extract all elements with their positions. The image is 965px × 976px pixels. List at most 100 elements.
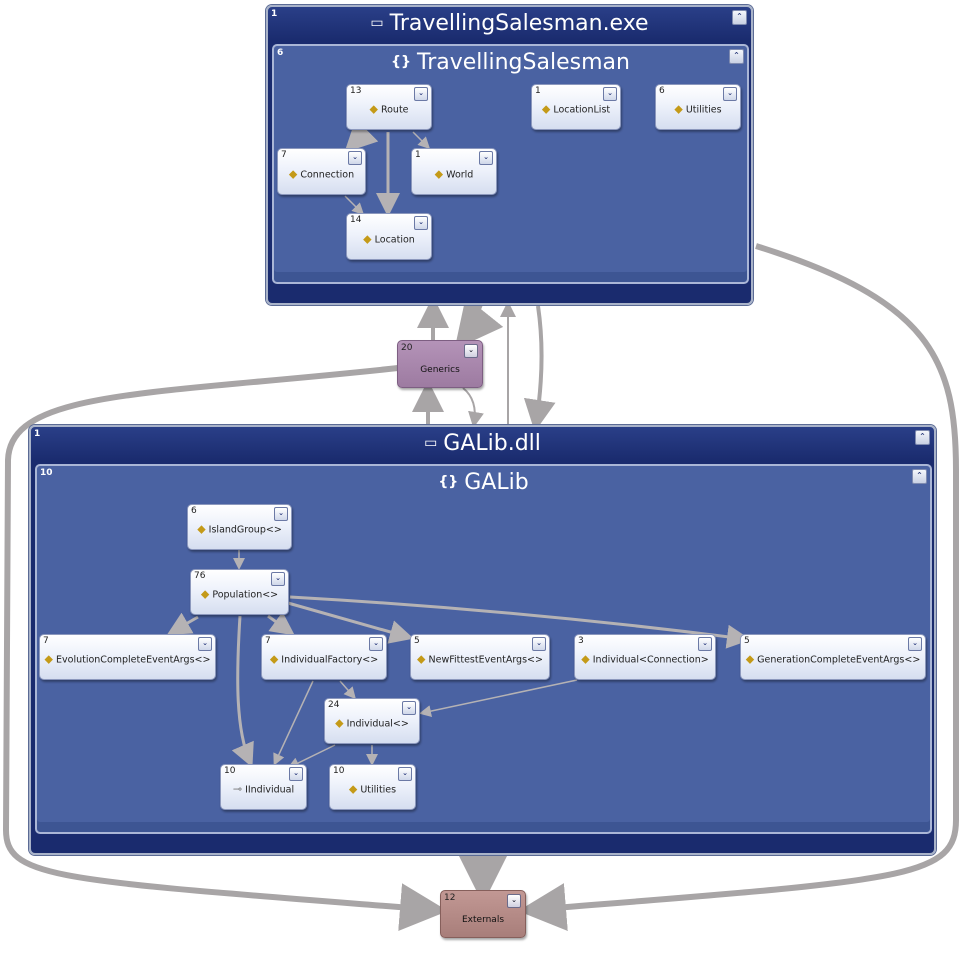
assembly-count: 1 [34, 429, 41, 439]
node-count: 5 [414, 636, 420, 646]
node-label: ◆NewFittestEventArgs<> [417, 652, 543, 666]
assembly-icon: ▭ [370, 15, 384, 31]
expand-icon[interactable]: ⌄ [723, 87, 737, 101]
class-node-utilities-ga[interactable]: 10 ⌄ ◆Utilities [329, 764, 416, 810]
expand-icon[interactable]: ⌄ [348, 151, 362, 165]
assembly-name: TravellingSalesman.exe [389, 11, 649, 36]
class-icon: ◆ [417, 652, 426, 666]
node-count: 7 [43, 636, 49, 646]
node-count: 6 [659, 86, 665, 96]
node-label: ◆World [434, 166, 474, 180]
node-label: ◆Utilities [348, 782, 397, 796]
collapse-icon[interactable]: ⌃ [915, 430, 930, 445]
node-count: 7 [265, 636, 271, 646]
class-node-world[interactable]: 1 ⌄ ◆World [411, 148, 497, 195]
class-icon: ◆ [434, 166, 444, 180]
node-count: 1 [415, 150, 421, 160]
node-label: ⊸IIndividual [232, 782, 295, 796]
node-count: 14 [350, 215, 362, 225]
expand-icon[interactable]: ⌄ [532, 637, 546, 651]
node-label: Generics [420, 365, 460, 375]
assembly-name: GALib.dll [443, 431, 541, 456]
node-label: ◆Population<> [200, 587, 279, 601]
namespace-title: {}TravellingSalesman [274, 50, 747, 75]
class-node-evolutioncompleteeventargs[interactable]: 7 ⌄ ◆EvolutionCompleteEventArgs<> [39, 634, 216, 680]
class-icon: ◆ [200, 587, 210, 601]
class-icon: ◆ [197, 522, 206, 536]
node-count: 13 [350, 86, 362, 96]
node-count: 3 [578, 636, 584, 646]
node-count: 12 [444, 893, 456, 903]
node-label: ◆Individual<Connection> [581, 652, 709, 666]
expand-icon[interactable]: ⌄ [698, 637, 712, 651]
expand-icon[interactable]: ⌄ [414, 216, 428, 230]
node-label: ◆Location [363, 231, 415, 245]
node-label: ◆Connection [288, 166, 355, 180]
node-count: 10 [333, 766, 345, 776]
class-icon: ◆ [44, 652, 54, 666]
interface-node-iindividual[interactable]: 10 ⌄ ⊸IIndividual [220, 764, 307, 810]
node-count: 10 [224, 766, 236, 776]
class-icon: ◆ [288, 166, 298, 180]
class-node-individual[interactable]: 24 ⌄ ◆Individual<> [324, 698, 420, 744]
namespace-icon: {} [438, 474, 459, 490]
edge-ts-gadll-2 [523, 305, 556, 432]
class-node-location[interactable]: 14 ⌄ ◆Location [346, 213, 432, 260]
class-icon: ◆ [745, 652, 755, 666]
collapse-icon[interactable]: ⌃ [729, 49, 744, 64]
node-label: ◆LocationList [541, 102, 611, 116]
class-icon: ◆ [348, 782, 358, 796]
node-count: 20 [401, 343, 413, 353]
expand-icon[interactable]: ⌄ [198, 637, 212, 651]
namespace-name: GALib [464, 470, 529, 495]
expand-icon[interactable]: ⌄ [402, 701, 416, 715]
expand-icon[interactable]: ⌄ [274, 507, 288, 521]
external-node-generics[interactable]: 20 ⌄ Generics [397, 340, 483, 388]
class-node-individual-connection[interactable]: 3 ⌄ ◆Individual<Connection> [574, 634, 716, 680]
class-node-route[interactable]: 13 ⌄ ◆Route [346, 84, 432, 130]
expand-icon[interactable]: ⌄ [464, 344, 478, 358]
class-node-population[interactable]: 76 ⌄ ◆Population<> [190, 569, 289, 615]
expand-icon[interactable]: ⌄ [603, 87, 617, 101]
namespace-title: {} GALib [37, 470, 930, 495]
class-node-newfittesteventargs[interactable]: 5 ⌄ ◆NewFittestEventArgs<> [410, 634, 550, 680]
expand-icon[interactable]: ⌄ [289, 767, 303, 781]
node-count: 5 [744, 636, 750, 646]
node-label: ◆IndividualFactory<> [269, 652, 379, 666]
namespace-count: 10 [40, 468, 53, 478]
node-count: 6 [191, 506, 197, 516]
expand-icon[interactable]: ⌄ [908, 637, 922, 651]
node-count: 24 [328, 700, 340, 710]
class-node-islandgroup[interactable]: 6 ⌄ ◆IslandGroup<> [187, 504, 292, 550]
class-node-individualfactory[interactable]: 7 ⌄ ◆IndividualFactory<> [261, 634, 387, 680]
external-node-externals[interactable]: 12 ⌄ Externals [440, 890, 526, 938]
expand-icon[interactable]: ⌄ [414, 87, 428, 101]
collapse-icon[interactable]: ⌃ [732, 10, 747, 25]
class-node-generationcompleteeventargs[interactable]: 5 ⌄ ◆GenerationCompleteEventArgs<> [740, 634, 926, 680]
assembly-title: ▭GALib.dll [31, 431, 934, 456]
expand-icon[interactable]: ⌄ [507, 894, 521, 908]
collapse-icon[interactable]: ⌃ [912, 469, 927, 484]
node-label: Externals [461, 915, 505, 925]
assembly-title: ▭ TravellingSalesman.exe [268, 11, 751, 36]
namespace-name: TravellingSalesman [416, 50, 630, 75]
class-node-connection[interactable]: 7 ⌄ ◆Connection [277, 148, 366, 195]
node-label: ◆IslandGroup<> [197, 522, 282, 536]
expand-icon[interactable]: ⌄ [271, 572, 285, 586]
class-icon: ◆ [674, 102, 683, 116]
node-label: ◆Route [369, 102, 409, 116]
expand-icon[interactable]: ⌄ [398, 767, 412, 781]
class-icon: ◆ [369, 102, 378, 116]
class-icon: ◆ [363, 231, 372, 245]
edge-ts-generics-2 [454, 296, 504, 350]
class-icon: ◆ [581, 652, 590, 666]
node-count: 76 [194, 571, 206, 581]
assembly-count: 1 [271, 9, 278, 19]
expand-icon[interactable]: ⌄ [479, 151, 493, 165]
class-icon: ◆ [269, 652, 279, 666]
class-node-utilities-ts[interactable]: 6 ⌄ ◆Utilities [655, 84, 741, 130]
expand-icon[interactable]: ⌄ [369, 637, 383, 651]
node-label: ◆Utilities [674, 102, 722, 116]
class-node-locationlist[interactable]: 1 ⌄ ◆LocationList [531, 84, 621, 130]
class-icon: ◆ [335, 716, 344, 730]
